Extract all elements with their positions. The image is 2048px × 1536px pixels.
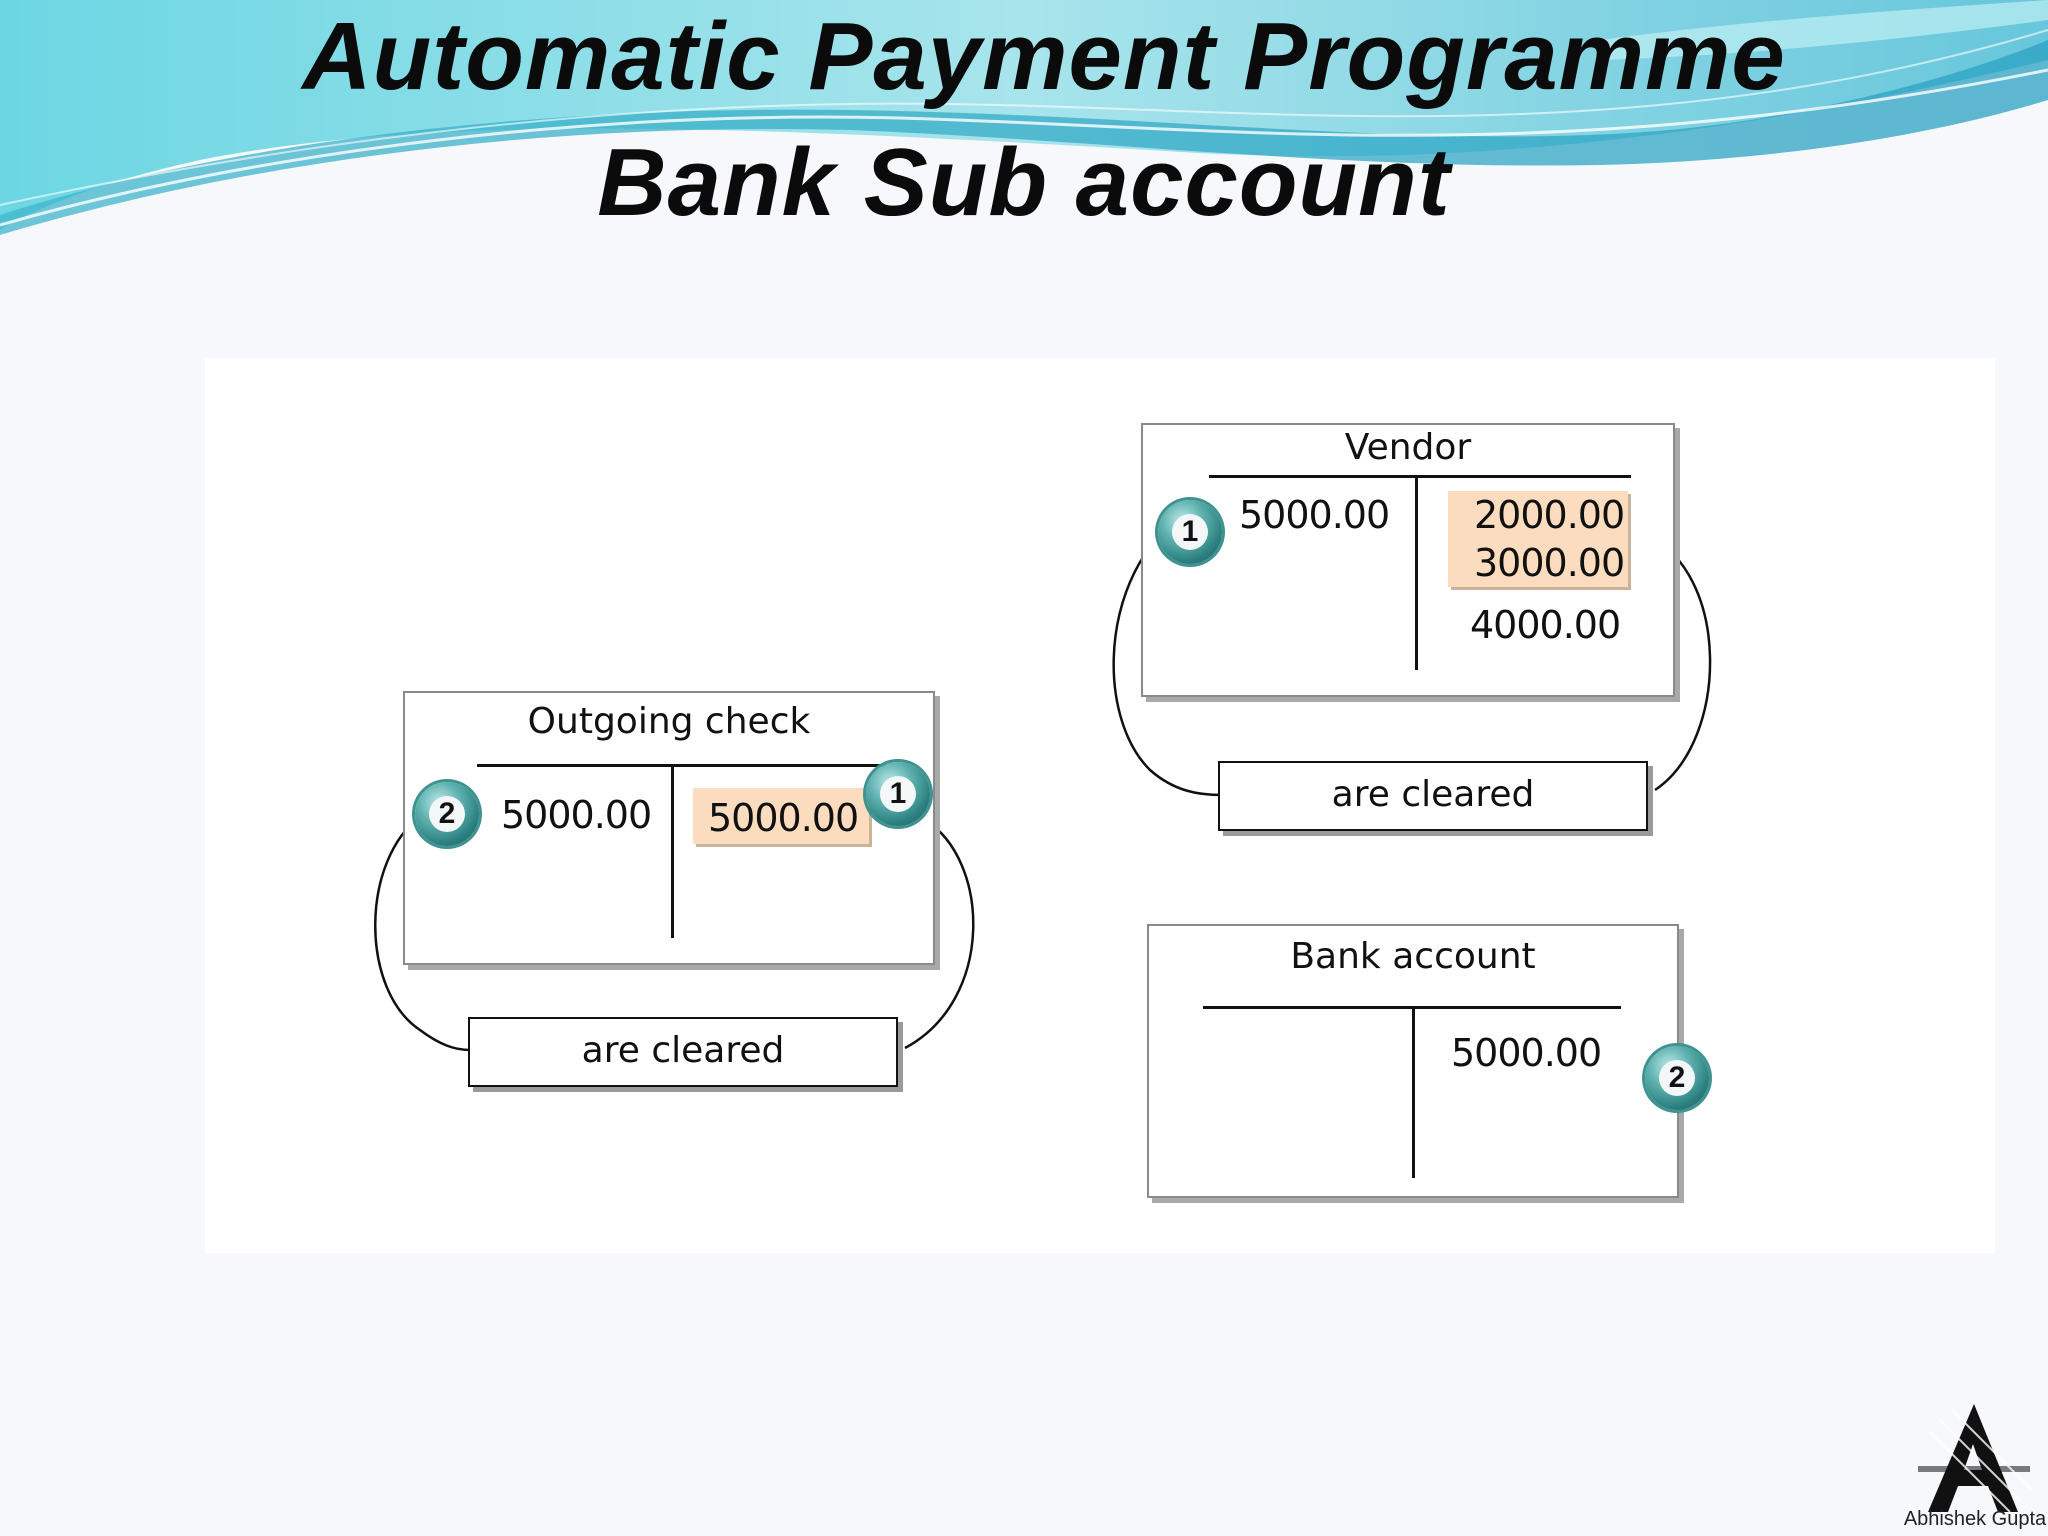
step-number: 2: [1659, 1060, 1695, 1096]
slide-title-line2: Bank Sub account: [597, 129, 1451, 236]
vendor-credit-amount-2: 3000.00: [1474, 541, 1625, 585]
step-number: 1: [880, 776, 916, 812]
vendor-header-rule: [1209, 475, 1631, 478]
step-badge-2-bank-account: 2: [1645, 1046, 1709, 1110]
outgoing-check-credit-highlight: [693, 788, 869, 844]
outgoing-check-t-account: Outgoing check 5000.00 5000.00: [403, 691, 935, 965]
bank-account-title: Bank account: [1290, 936, 1536, 977]
author-logo-icon: [1918, 1404, 2033, 1513]
bank-account-divider: [1412, 1008, 1415, 1178]
step-badge-2-outgoing-check: 2: [415, 782, 479, 846]
bank-account-credit-amount: 5000.00: [1451, 1031, 1602, 1075]
outgoing-check-debit-amount: 5000.00: [501, 793, 652, 837]
outgoing-check-credit-amount: 5000.00: [708, 796, 859, 840]
slide-title-line1: Automatic Payment Programme: [302, 3, 1786, 110]
vendor-divider: [1415, 477, 1418, 670]
step-badge-1-vendor: 1: [1158, 500, 1222, 564]
step-number: 2: [429, 796, 465, 832]
step-badge-1-outgoing-check: 1: [866, 762, 930, 826]
vendor-cleared-box: are cleared: [1218, 761, 1648, 831]
vendor-credit-highlight: [1448, 491, 1628, 587]
vendor-credit-amount-1: 2000.00: [1474, 493, 1625, 537]
vendor-debit-amount: 5000.00: [1239, 493, 1390, 537]
vendor-t-account: Vendor 5000.00 2000.00 3000.00 4000.00: [1141, 423, 1675, 697]
bank-account-t-account: Bank account 5000.00: [1147, 924, 1679, 1198]
outgoing-check-account-title: Outgoing check: [527, 701, 811, 742]
step-number: 1: [1172, 514, 1208, 550]
outgoing-check-divider: [671, 766, 674, 938]
author-logo-caption: Abhishek Gupta: [1903, 1508, 2047, 1530]
bank-account-header-rule: [1203, 1006, 1621, 1009]
outgoing-check-cleared-box: are cleared: [468, 1017, 898, 1087]
outgoing-check-header-rule: [477, 764, 887, 767]
vendor-account-title: Vendor: [1344, 427, 1472, 468]
vendor-credit-open-amount: 4000.00: [1470, 603, 1621, 647]
